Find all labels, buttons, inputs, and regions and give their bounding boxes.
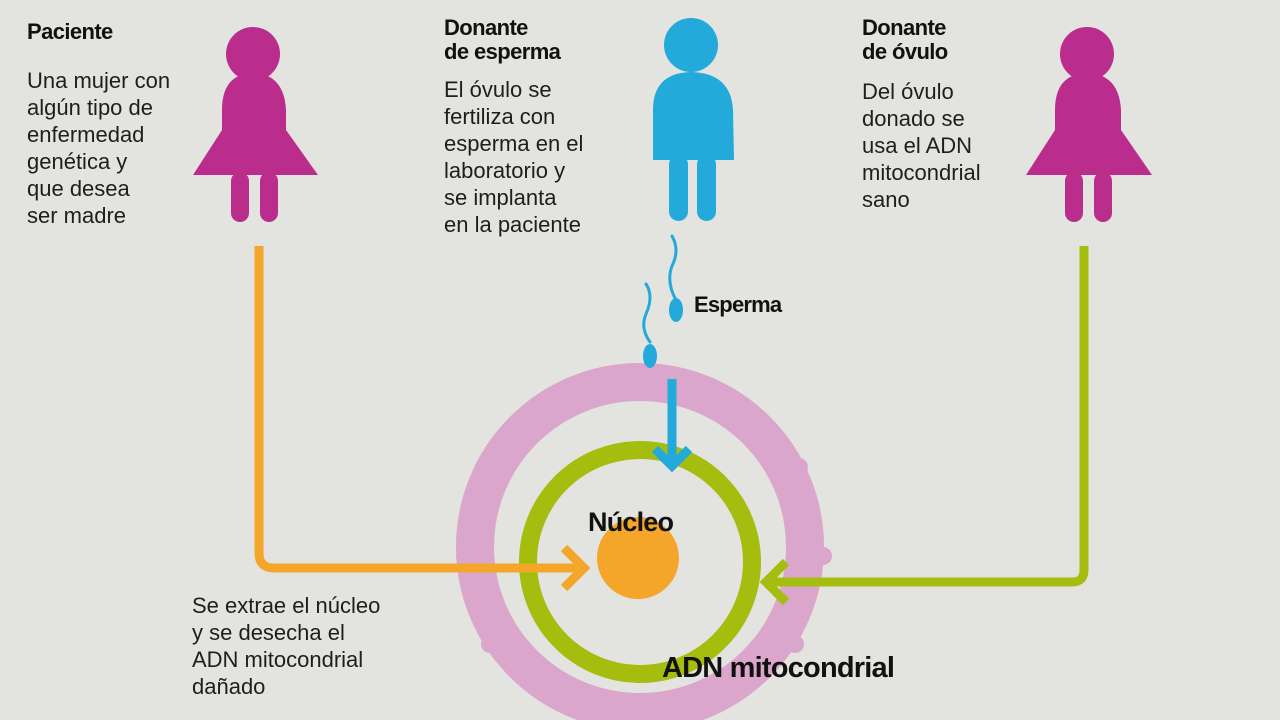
sperm-icon	[642, 282, 657, 368]
egg-donor-woman-figure-icon	[1026, 27, 1152, 222]
extraction-note: Se extrae el núcleo y se desecha el ADN …	[192, 593, 381, 699]
patient-arrow	[254, 246, 591, 592]
sperm-donor-man-figure-icon	[653, 18, 734, 221]
mitochondrial-dna-ring	[519, 441, 761, 683]
patient-description: Una mujer con algún tipo de enfermedad g…	[27, 68, 171, 228]
sperm-icon	[668, 234, 683, 322]
sperm-donor-title: Donante de esperma	[444, 15, 561, 64]
egg-donor-title: Donante de óvulo	[862, 16, 948, 64]
egg-donor-description: Del óvulo donado se usa el ADN mitocondr…	[862, 79, 981, 212]
sperm-donor-title-line2: de esperma	[444, 39, 561, 64]
sperm-donor-description: El óvulo se fertiliza con esperma en el …	[444, 77, 584, 237]
sperm-donor-title-line1: Donante	[444, 15, 528, 40]
egg-membrane	[456, 363, 832, 720]
patient-woman-figure-icon	[193, 27, 318, 222]
egg-donor-title-line2: de óvulo	[862, 39, 948, 64]
nucleus	[597, 517, 679, 599]
sperm-label: Esperma	[694, 292, 782, 317]
nucleus-label: Núcleo	[588, 507, 674, 537]
patient-title: Paciente	[27, 19, 113, 44]
sperm-arrow	[651, 379, 693, 473]
egg-donor-title-line1: Donante	[862, 15, 946, 40]
egg-donor-arrow	[759, 246, 1089, 606]
mitochondrial-dna-label: ADN mitocondrial	[662, 652, 895, 684]
